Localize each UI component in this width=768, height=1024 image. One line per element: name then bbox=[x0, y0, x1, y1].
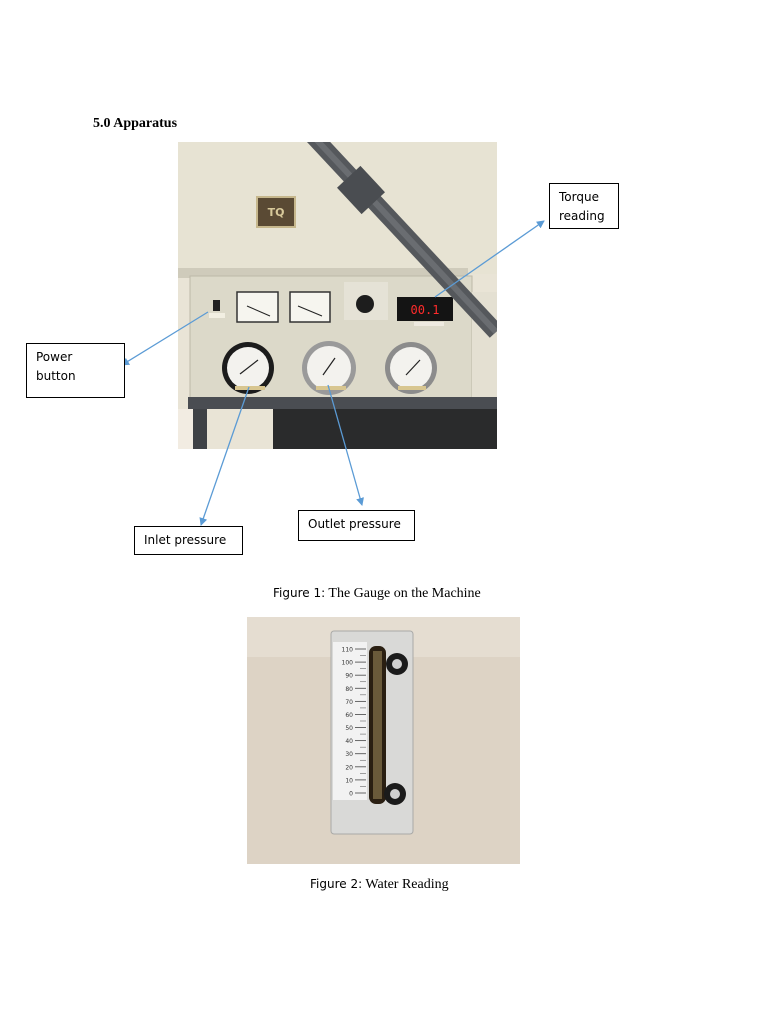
callout-torque-line1: Torque bbox=[559, 190, 599, 204]
grey-pipe bbox=[306, 142, 497, 338]
callout-power-button: Power button bbox=[26, 343, 125, 398]
scale-label: 20 bbox=[345, 764, 353, 771]
scale-label: 30 bbox=[345, 751, 353, 758]
scale-label: 90 bbox=[345, 673, 353, 680]
callout-power-line2: button bbox=[36, 369, 76, 383]
callout-outlet-pressure: Outlet pressure bbox=[298, 510, 415, 541]
figure1-caption: Figure 1: The Gauge on the Machine bbox=[273, 586, 481, 602]
figure1-caption-label: Figure 1: bbox=[273, 586, 326, 600]
scale-label: 100 bbox=[342, 660, 354, 667]
brand-logo: TQ bbox=[256, 196, 296, 228]
torque-display-value: 00.1 bbox=[411, 303, 440, 317]
svg-text:TQ: TQ bbox=[268, 206, 285, 219]
callout-inlet-text: Inlet pressure bbox=[144, 533, 227, 547]
callout-inlet-pressure: Inlet pressure bbox=[134, 526, 243, 555]
figure2-caption: Figure 2: Water Reading bbox=[310, 877, 449, 893]
callout-torque-line2: reading bbox=[559, 209, 605, 223]
scale-label: 110 bbox=[342, 647, 354, 654]
scale-label: 70 bbox=[345, 699, 353, 706]
scale-label: 60 bbox=[345, 712, 353, 719]
figure1-photo: TQ 00.1 bbox=[178, 142, 497, 449]
scale-label: 40 bbox=[345, 738, 353, 745]
scale-label: 10 bbox=[345, 777, 353, 784]
scale-label: 80 bbox=[345, 686, 353, 693]
callout-power-line1: Power bbox=[36, 350, 73, 364]
figure2-caption-label: Figure 2: bbox=[310, 877, 363, 891]
figure2-caption-text: Water Reading bbox=[362, 877, 449, 892]
figure1-caption-text: The Gauge on the Machine bbox=[325, 586, 481, 601]
callout-outlet-text: Outlet pressure bbox=[308, 517, 401, 531]
scale-label: 0 bbox=[349, 791, 353, 798]
callout-torque-reading: Torque reading bbox=[549, 183, 619, 229]
section-heading: 5.0 Apparatus bbox=[93, 116, 178, 131]
scale-label: 50 bbox=[345, 725, 353, 732]
